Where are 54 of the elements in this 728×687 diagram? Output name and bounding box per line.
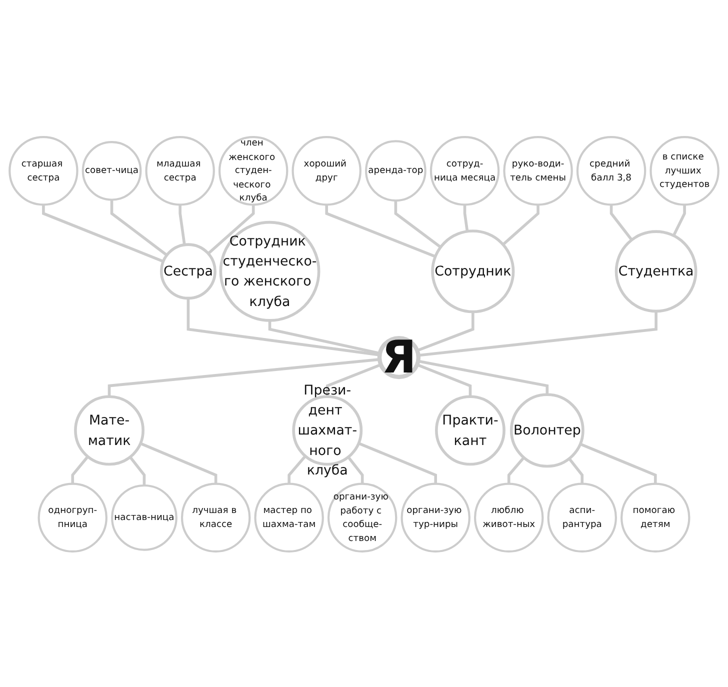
connector <box>416 362 472 396</box>
connector <box>418 359 549 394</box>
node-circle: Волонтер <box>510 392 584 468</box>
node-circle: настав-ница <box>111 484 178 550</box>
connector <box>42 204 164 262</box>
connector <box>129 456 146 485</box>
node-circle: аспи-рантура <box>547 482 617 552</box>
node-circle: мастер по шахма-там <box>254 482 324 552</box>
connector <box>502 204 540 246</box>
node-circle: Студентка <box>614 230 698 312</box>
node-circle: хороший друг <box>292 136 362 206</box>
node-circle: Сестра <box>160 242 216 300</box>
connector <box>288 454 306 484</box>
node-circle: органи-зую тур-ниры <box>400 482 470 552</box>
connector <box>325 204 436 258</box>
node-circle: Сотрудник <box>431 229 515 313</box>
node-circle: Сотрудник студенческо-го женского клуба <box>219 220 320 322</box>
connector <box>580 442 657 484</box>
node-circle: органи-зую работу с сообще-ством <box>327 482 398 552</box>
node-circle: аренда-тор <box>365 140 426 202</box>
connector <box>418 310 658 356</box>
node-circle: руко-води-тель смены <box>503 136 573 206</box>
node-circle: сотруд-ница месяца <box>430 136 500 206</box>
node-circle: люблю живот-ных <box>474 482 544 552</box>
node-circle: средний балл 3,8 <box>576 136 646 206</box>
connector <box>186 298 380 356</box>
node-circle: младшая сестра <box>145 136 215 206</box>
node-circle: помогаю детям <box>620 482 690 552</box>
node-circle: в списке лучших студентов <box>650 136 720 206</box>
node-circle: совет-чица <box>82 140 142 200</box>
connector <box>140 442 218 484</box>
connector <box>394 200 442 248</box>
node-circle: лучшая в классе <box>180 482 251 552</box>
connector <box>568 457 584 484</box>
connector <box>71 455 89 484</box>
connector <box>507 456 525 484</box>
connector <box>347 456 364 484</box>
node-circle: Мате-матик <box>74 394 144 466</box>
node-circle: Практи-кант <box>435 394 506 466</box>
node-circle: одногруп-пница <box>38 482 108 552</box>
connector <box>463 204 469 232</box>
connector <box>110 199 168 256</box>
node-circle: Я <box>377 335 421 379</box>
connector <box>672 204 686 236</box>
connector <box>178 204 186 244</box>
connector <box>326 362 382 396</box>
connector <box>268 320 380 354</box>
node-circle: член женского студен-ческого клуба <box>218 136 288 206</box>
connector <box>108 358 380 396</box>
connector <box>207 204 255 254</box>
connector <box>358 442 438 484</box>
connector <box>416 311 474 352</box>
connector <box>610 204 633 240</box>
node-circle: старшая сестра <box>8 136 78 206</box>
